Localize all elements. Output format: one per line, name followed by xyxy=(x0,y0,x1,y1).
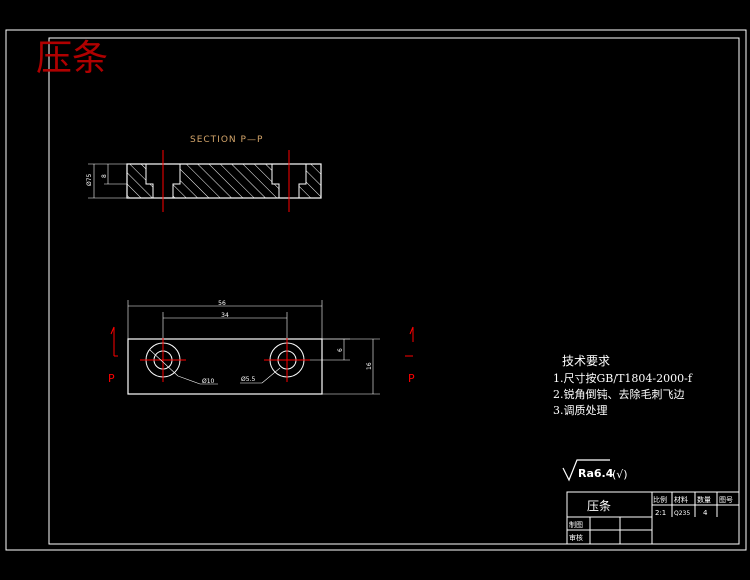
dim-overall-length: 56 xyxy=(218,300,226,307)
view-arrow-right: P xyxy=(405,326,415,385)
inner-frame xyxy=(48,37,740,545)
tb-row-checked: 审核 xyxy=(569,533,583,542)
tech-notes: 技术要求 1.尺寸按GB/T1804-2000-f 2.锐角倒钝、去除毛刺飞边 … xyxy=(553,354,693,417)
dim-small-hole: Ø10 xyxy=(202,378,215,385)
plan-outline xyxy=(127,338,323,395)
roughness-suffix: (√) xyxy=(612,468,628,481)
view-mark-left: P xyxy=(108,372,115,385)
tb-row-drawn: 制图 xyxy=(569,520,583,529)
section-outline xyxy=(126,163,322,199)
tb-header-drawing-no: 图号 xyxy=(719,496,733,504)
tech-note-2: 2.锐角倒钝、去除毛刺飞边 xyxy=(553,387,685,401)
tb-value-material: Q235 xyxy=(674,510,690,517)
title-block-part-name: 压条 xyxy=(587,499,611,513)
roughness-symbol: Ra6.4 (√) xyxy=(562,459,628,482)
dim-counterbore-depth: 8 xyxy=(101,174,108,178)
tech-note-3: 3.调质处理 xyxy=(553,404,608,417)
tb-header-scale: 比例 xyxy=(653,495,667,504)
outer-frame xyxy=(5,29,747,551)
title-block xyxy=(566,491,740,545)
dim-hole-spacing: 34 xyxy=(221,312,229,319)
tech-notes-title: 技术要求 xyxy=(562,354,610,368)
view-mark-right: P xyxy=(408,372,415,385)
section-label: SECTION P—P xyxy=(190,135,263,145)
plan-view: 56 34 6 16 Ø10 Ø5.5 xyxy=(127,300,380,395)
view-arrow-left: P xyxy=(108,326,118,385)
tb-value-scale: 2:1 xyxy=(655,509,666,517)
dim-counterbore: Ø5.5 xyxy=(241,376,255,383)
tb-value-quantity: 4 xyxy=(703,509,708,517)
dim-thickness: Ø75 xyxy=(86,173,93,186)
roughness-value: Ra6.4 xyxy=(578,467,614,480)
tb-header-material: 材料 xyxy=(674,495,688,504)
tb-header-quantity: 数量 xyxy=(697,495,711,504)
section-view: Ø75 8 xyxy=(86,150,322,212)
dim-hole-offset: 6 xyxy=(337,348,344,352)
drawing-title: 压条 xyxy=(36,38,108,79)
tech-note-1: 1.尺寸按GB/T1804-2000-f xyxy=(553,371,693,385)
dim-width: 16 xyxy=(366,362,373,370)
